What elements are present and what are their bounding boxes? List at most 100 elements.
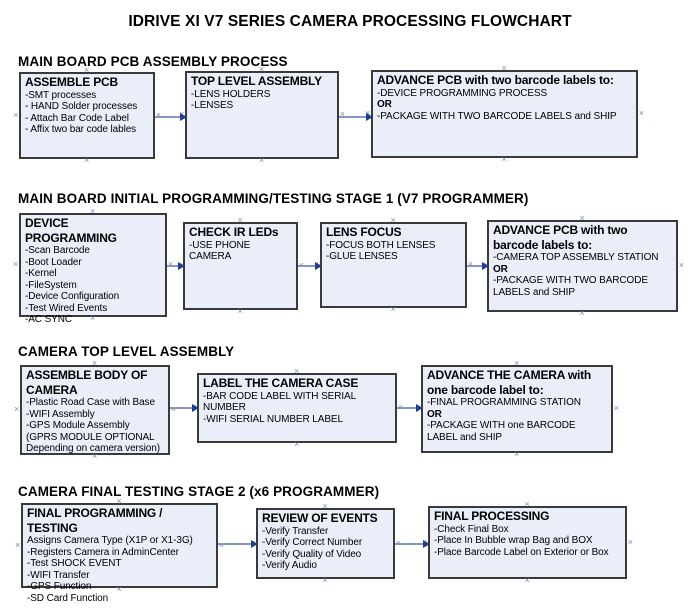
box-item: Depending on camera version) — [26, 443, 160, 454]
box-item: -GPS Function — [27, 581, 92, 592]
page-title: IDRIVE XI V7 SERIES CAMERA PROCESSING FL… — [128, 13, 572, 30]
flow-box-label-camera-case[interactable]: LABEL THE CAMERA CASE -BAR CODE LABEL WI… — [197, 373, 397, 443]
box-item: -FileSystem — [25, 279, 77, 291]
flow-box-final-programming-testing[interactable]: FINAL PROGRAMMING / TESTING Assigns Came… — [21, 503, 218, 604]
box-item: -SMT processes — [25, 89, 97, 101]
connection-point-icon — [580, 309, 585, 318]
connection-point-icon — [84, 66, 89, 75]
connection-point-icon — [117, 585, 122, 594]
box-item: -DEVICE PROGRAMMING PROCESS — [377, 87, 548, 99]
box-item: -SD Card Function — [27, 592, 109, 604]
connection-point-icon — [259, 156, 264, 165]
box-item: -AC SYNC — [25, 314, 72, 325]
box-item-or: OR — [427, 408, 442, 420]
box-item: -Registers Camera in AdminCenter — [27, 546, 179, 558]
box-item: -WIFI Transfer — [27, 569, 90, 581]
flow-arrow[interactable] — [167, 262, 185, 270]
section-heading-camera-top-assembly: CAMERA TOP LEVEL ASSEMBLY — [18, 344, 235, 359]
connection-point-icon — [156, 111, 161, 120]
flow-box-assemble-pcb[interactable]: ASSEMBLE PCB -SMT processes - HAND Solde… — [19, 72, 155, 159]
connection-point-icon — [639, 109, 644, 118]
connection-point-icon — [525, 500, 530, 509]
connection-point-icon — [391, 305, 396, 314]
connection-point-icon — [294, 440, 299, 449]
flow-arrow[interactable] — [218, 540, 258, 548]
flow-arrow[interactable] — [395, 540, 430, 548]
box-item: -GPS Module Assembly — [26, 420, 130, 431]
flow-box-assemble-body[interactable]: ASSEMBLE BODY OF CAMERA -Plastic Road Ca… — [20, 365, 170, 455]
box-item: -GLUE LENSES — [326, 251, 398, 262]
connection-point-icon — [90, 207, 95, 216]
section-heading-final-testing: CAMERA FINAL TESTING STAGE 2 (x6 PROGRAM… — [18, 484, 380, 499]
box-item: -WIFI Assembly — [26, 408, 95, 420]
connection-point-icon — [580, 214, 585, 223]
box-item: -LENSES — [191, 100, 234, 111]
flow-box-top-level-assembly[interactable]: TOP LEVEL ASSEMBLY -LENS HOLDERS -LENSES — [185, 71, 339, 159]
box-title: FINAL PROCESSING — [434, 509, 550, 523]
box-item: -Test Wired Events — [25, 302, 108, 314]
box-title: FINAL PROGRAMMING / TESTING — [27, 506, 163, 535]
box-title: ASSEMBLE BODY OF CAMERA — [26, 368, 148, 397]
box-item: -LENS HOLDERS — [191, 88, 271, 100]
box-item: -Check Final Box — [434, 523, 509, 535]
flow-arrow[interactable] — [397, 404, 423, 412]
connection-point-icon — [14, 405, 19, 414]
flow-arrow[interactable] — [339, 113, 373, 121]
flow-arrow[interactable] — [170, 404, 199, 412]
flow-box-review-of-events[interactable]: REVIEW OF EVENTS -Verify Transfer -Verif… — [256, 508, 395, 579]
connection-point-icon — [90, 314, 95, 323]
connection-point-icon — [92, 452, 97, 461]
box-item: -PACKAGE WITH one BARCODE LABEL and SHIP — [427, 420, 576, 443]
box-item: -PACKAGE WITH TWO BARCODE LABELS and SHI… — [377, 110, 617, 122]
box-item: -Device Configuration — [25, 291, 120, 302]
flow-box-final-processing[interactable]: FINAL PROCESSING -Check Final Box -Place… — [428, 506, 627, 579]
box-title: LABEL THE CAMERA CASE — [203, 376, 359, 390]
connection-point-icon — [84, 156, 89, 165]
flow-arrow[interactable] — [298, 262, 322, 270]
flow-box-check-ir-leds[interactable]: CHECK IR LEDs -USE PHONE CAMERA — [183, 222, 298, 310]
connection-point-icon — [391, 216, 396, 225]
connection-point-icon — [323, 576, 328, 585]
connection-point-icon — [294, 367, 299, 376]
flow-arrow[interactable] — [155, 113, 187, 121]
box-title: ADVANCE THE CAMERA with one barcode labe… — [427, 368, 592, 397]
flow-arrow[interactable] — [467, 262, 489, 270]
box-item: -Verify Transfer — [262, 525, 329, 537]
section-heading-pcb-assembly: MAIN BOARD PCB ASSEMBLY PROCESS — [18, 54, 288, 69]
flow-box-advance-pcb-2[interactable]: ADVANCE PCB with two barcode labels to: … — [487, 220, 678, 312]
connection-point-icon — [92, 359, 97, 368]
connection-point-icon — [614, 404, 619, 413]
box-item: -Place In Bubble wrap Bag and BOX — [434, 535, 593, 546]
box-item: -FOCUS BOTH LENSES — [326, 239, 436, 251]
connection-point-icon — [238, 307, 243, 316]
connection-point-icon — [13, 111, 18, 120]
connection-point-icon — [13, 260, 18, 269]
box-title: TOP LEVEL ASSEMBLY — [191, 74, 322, 88]
connection-point-icon — [679, 261, 684, 270]
box-item: -FINAL PROGRAMMING STATION — [427, 397, 581, 408]
flow-box-advance-pcb-1[interactable]: ADVANCE PCB with two barcode labels to: … — [371, 70, 638, 158]
box-item-or: OR — [493, 263, 508, 275]
connection-point-icon — [15, 541, 20, 550]
box-item: -Place Barcode Label on Exterior or Box — [434, 546, 609, 558]
flow-box-lens-focus[interactable]: LENS FOCUS -FOCUS BOTH LENSES -GLUE LENS… — [320, 222, 467, 308]
box-item: -Verify Audio — [262, 560, 317, 571]
box-item-or: OR — [377, 99, 392, 110]
box-item: -Test SHOCK EVENT — [27, 558, 122, 569]
box-item: (GPRS MODULE OPTIONAL — [26, 431, 155, 443]
box-item: -CAMERA TOP ASSEMBLY STATION — [493, 252, 659, 263]
flow-box-advance-camera[interactable]: ADVANCE THE CAMERA with one barcode labe… — [421, 365, 613, 453]
connection-point-icon — [502, 155, 507, 164]
box-title: LENS FOCUS — [326, 225, 402, 239]
box-item: -Verify Quality of Video — [262, 548, 362, 560]
connection-point-icon — [259, 65, 264, 74]
connection-point-icon — [238, 216, 243, 225]
box-item: -USE PHONE CAMERA — [189, 239, 251, 263]
box-item: -Kernel — [25, 268, 57, 279]
box-title: ADVANCE PCB with two barcode labels to: — [377, 73, 614, 87]
box-item: -PACKAGE WITH TWO BARCODE LABELS and SHI… — [493, 275, 648, 298]
box-title: REVIEW OF EVENTS — [262, 511, 378, 525]
flow-box-device-programming[interactable]: DEVICE PROGRAMMING -Scan Barcode -Boot L… — [19, 213, 167, 325]
box-item: - Attach Bar Code Label — [25, 112, 129, 124]
